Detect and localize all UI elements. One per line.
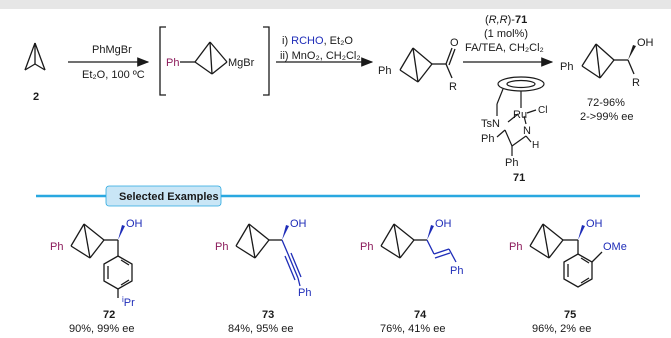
- top-border-bar: [0, 0, 671, 9]
- example-74-structure: [380, 223, 427, 259]
- example-74-label: 74: [414, 309, 427, 321]
- product-wedge: [628, 45, 636, 60]
- step1-reagent: PhMgBr: [92, 44, 132, 56]
- example-73-oh: OH: [290, 218, 307, 230]
- step2-line2: ii) MnO₂, CH₂Cl₂: [280, 50, 361, 62]
- example-75-ome: OMe: [603, 241, 627, 253]
- step3-loading: (1 mol%): [484, 28, 528, 40]
- catalyst-h: H: [532, 140, 539, 151]
- example-74-end: Ph: [450, 265, 463, 277]
- product-r: R: [632, 77, 640, 89]
- examples-header-box: [105, 185, 222, 207]
- step1-conditions: Et₂O, 100 ºC: [82, 69, 145, 81]
- example-73-label: 73: [262, 309, 274, 321]
- catalyst-ru: Ru: [513, 109, 527, 121]
- example-74-ph: Ph: [360, 241, 373, 253]
- catalyst-cl: Cl: [538, 105, 547, 116]
- example-73-structure: [235, 223, 282, 259]
- example-72-result: 90%, 99% ee: [69, 323, 134, 335]
- compound-2-label: 2: [33, 91, 39, 103]
- example-75-wedge: [578, 225, 585, 240]
- catalyst-ph-left: Ph: [481, 133, 494, 145]
- catalyst-tsn: TsN: [481, 118, 500, 130]
- catalyst-n: N: [523, 125, 531, 137]
- ketone-o: O: [450, 37, 459, 49]
- ketone-r: R: [449, 81, 457, 93]
- example-75-oh: OH: [586, 218, 603, 230]
- example-74-result: 76%, 41% ee: [380, 323, 445, 335]
- example-73-end: Ph: [298, 287, 311, 299]
- product-ph: Ph: [560, 61, 573, 73]
- example-74-wedge: [427, 225, 434, 240]
- product-yield: 72-96%: [587, 97, 625, 109]
- starting-material: [24, 42, 46, 71]
- example-75-label: 75: [564, 309, 576, 321]
- intermediate-ph: Ph: [166, 57, 179, 69]
- example-72-label: 72: [103, 309, 115, 321]
- product-structure: [581, 43, 635, 79]
- catalyst-ph-bottom: Ph: [505, 157, 518, 169]
- example-73-result: 84%, 95% ee: [228, 323, 293, 335]
- catalyst-label: 71: [513, 172, 525, 184]
- example-73-ph: Ph: [215, 241, 228, 253]
- example-75-structure: [529, 223, 603, 288]
- step2-line1: i) RCHO, Et₂O: [282, 35, 353, 47]
- example-73-alkyne: [281, 239, 302, 287]
- intermediate-bcp: [180, 41, 228, 75]
- catalyst-71: [496, 76, 545, 156]
- intermediate-brackets: [159, 26, 270, 96]
- example-72-substituent: iPr: [122, 295, 135, 309]
- example-72-oh: OH: [126, 218, 143, 230]
- step3-catalyst: (R,R)-71: [485, 14, 527, 26]
- intermediate-mgbr: MgBr: [228, 57, 255, 69]
- examples-header: Selected Examples: [119, 191, 219, 203]
- example-74-alkene: [426, 239, 457, 263]
- example-74-oh: OH: [435, 218, 452, 230]
- example-73-wedge: [282, 225, 289, 240]
- product-oh: OH: [637, 37, 654, 49]
- ketone-ph: Ph: [378, 65, 391, 77]
- example-72-wedge: [118, 225, 125, 240]
- step3-conditions: FA/TEA, CH₂Cl₂: [465, 42, 544, 54]
- example-72-structure: [70, 223, 133, 298]
- ketone-structure: [399, 47, 456, 83]
- example-72-ph: Ph: [50, 241, 63, 253]
- example-75-ph: Ph: [509, 241, 522, 253]
- product-ee: 2->99% ee: [580, 111, 634, 123]
- example-75-result: 96%, 2% ee: [532, 323, 591, 335]
